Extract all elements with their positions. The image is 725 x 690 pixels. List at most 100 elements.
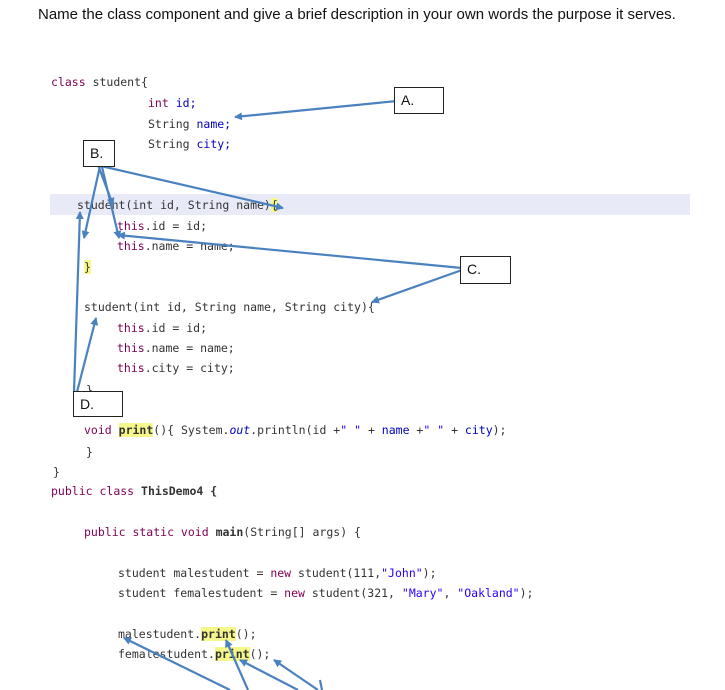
class-name: ThisDemo4 {	[141, 484, 218, 498]
callout-c: C.	[460, 256, 511, 284]
keyword-this: this	[117, 239, 145, 253]
code-text: student(111,	[291, 566, 382, 580]
string-literal: "Mary"	[401, 586, 444, 600]
assignment: .id = id;	[144, 219, 208, 233]
arrow-bottom-5	[318, 679, 324, 690]
question-text: Name the class component and give a brie…	[38, 6, 676, 23]
code-line-field-city: String city;	[148, 134, 231, 154]
ctor2-signature: student(int id, String name, String city…	[84, 300, 375, 314]
code-line-field-id: int id;	[148, 93, 197, 113]
field-city: city;	[196, 137, 232, 151]
code-text: student(321,	[304, 586, 402, 600]
arrow-bottom-2	[224, 639, 250, 690]
closing-brace: }	[53, 465, 60, 479]
keyword: void	[84, 423, 112, 437]
code-text: student malestudent =	[118, 566, 271, 580]
static-field-out: out	[229, 423, 251, 437]
code-text: student femalestudent =	[118, 586, 285, 600]
code-text: );	[519, 586, 534, 600]
code-line-female: student femalestudent = new student(321,…	[118, 583, 533, 603]
arrow-bottom-3	[239, 659, 299, 690]
code-line-ctor1-name: this.name = name;	[117, 236, 235, 256]
callout-d: D.	[73, 391, 123, 417]
code-text: );	[422, 566, 437, 580]
code-text: ,	[443, 586, 458, 600]
arrow-b-4	[81, 165, 102, 239]
operator: +	[444, 423, 465, 437]
field-ref: name	[381, 423, 410, 437]
code-text: malestudent.	[118, 627, 202, 641]
keyword: new	[284, 586, 305, 600]
class-name: student{	[92, 75, 148, 89]
code-text: ();	[235, 627, 257, 641]
arrow-bottom-4	[273, 659, 319, 690]
code-text: (String[] args) {	[243, 525, 361, 539]
closing-brace: }	[86, 445, 93, 459]
assignment: .name = name;	[144, 341, 235, 355]
callout-b: B.	[83, 140, 115, 167]
keyword: class	[51, 75, 86, 89]
operator: +	[361, 423, 382, 437]
code-line-male: student malestudent = new student(111,"J…	[118, 563, 437, 583]
code-line-print: void print(){ System.out.println(id +" "…	[84, 420, 506, 440]
method-print: print	[118, 423, 154, 437]
field-name: name;	[196, 117, 232, 131]
code-line-print-close: }	[86, 442, 93, 462]
ctor1-signature: student(int id, String name)	[77, 198, 271, 212]
callout-a: A.	[394, 87, 444, 114]
code-line-class-close: }	[53, 462, 60, 482]
arrow-c-2	[371, 268, 463, 304]
arrow-a	[234, 99, 398, 121]
code-line-ctor1: student(int id, String name){	[77, 195, 278, 215]
string-literal: " "	[340, 423, 362, 437]
field-ref: city	[464, 423, 493, 437]
method-main: main	[215, 525, 244, 539]
code-text: );	[492, 423, 507, 437]
code-line-ctor2-city: this.city = city;	[117, 358, 235, 378]
string-literal: " "	[423, 423, 445, 437]
brace-highlight: }	[84, 260, 91, 274]
code-line-ctor2-name: this.name = name;	[117, 338, 235, 358]
arrow-b-2	[100, 164, 284, 211]
arrow-d-1	[72, 211, 84, 393]
keyword: public static void	[84, 525, 209, 539]
keyword: class	[99, 484, 135, 498]
keyword-this: this	[117, 321, 145, 335]
code-line-class: class student{	[51, 72, 148, 92]
field-id: id;	[175, 96, 197, 110]
assignment: .city = city;	[144, 361, 235, 375]
code-text: ();	[249, 647, 271, 661]
keyword-this: this	[117, 341, 145, 355]
code-text: .println(id +	[250, 423, 341, 437]
code-line-ctor1-id: this.id = id;	[117, 216, 207, 236]
code-line-ctor2-close: }	[86, 380, 93, 400]
keyword: public	[51, 484, 93, 498]
code-line-demo-class: public class ThisDemo4 {	[51, 481, 217, 501]
closing-brace: }	[86, 383, 93, 397]
arrow-b-3	[100, 166, 122, 239]
assignment: .name = name;	[144, 239, 235, 253]
code-line-call-male: malestudent.print();	[118, 624, 257, 644]
string-literal: "John"	[381, 566, 423, 580]
code-line-field-name: String name;	[148, 114, 231, 134]
keyword-this: this	[117, 219, 145, 233]
arrow-d-2	[75, 317, 99, 393]
method-call-print: print	[201, 627, 236, 641]
code-text: femalestudent.	[118, 647, 215, 661]
keyword: new	[270, 566, 292, 580]
code-line-ctor2-id: this.id = id;	[117, 318, 207, 338]
code-line-call-female: femalestudent.print();	[118, 644, 270, 664]
code-text: (){ System.	[153, 423, 230, 437]
current-line-highlight	[50, 194, 690, 215]
string-literal: "Oakland"	[457, 586, 520, 600]
code-line-ctor1-close: }	[84, 257, 91, 277]
type-name: String	[148, 117, 190, 131]
arrow-c-1	[117, 231, 463, 270]
arrow-bottom-1	[123, 637, 231, 690]
code-line-main: public static void main(String[] args) {	[84, 522, 361, 542]
keyword-this: this	[117, 361, 145, 375]
assignment: .id = id;	[144, 321, 208, 335]
code-line-ctor2: student(int id, String name, String city…	[84, 297, 375, 317]
operator: +	[409, 423, 424, 437]
